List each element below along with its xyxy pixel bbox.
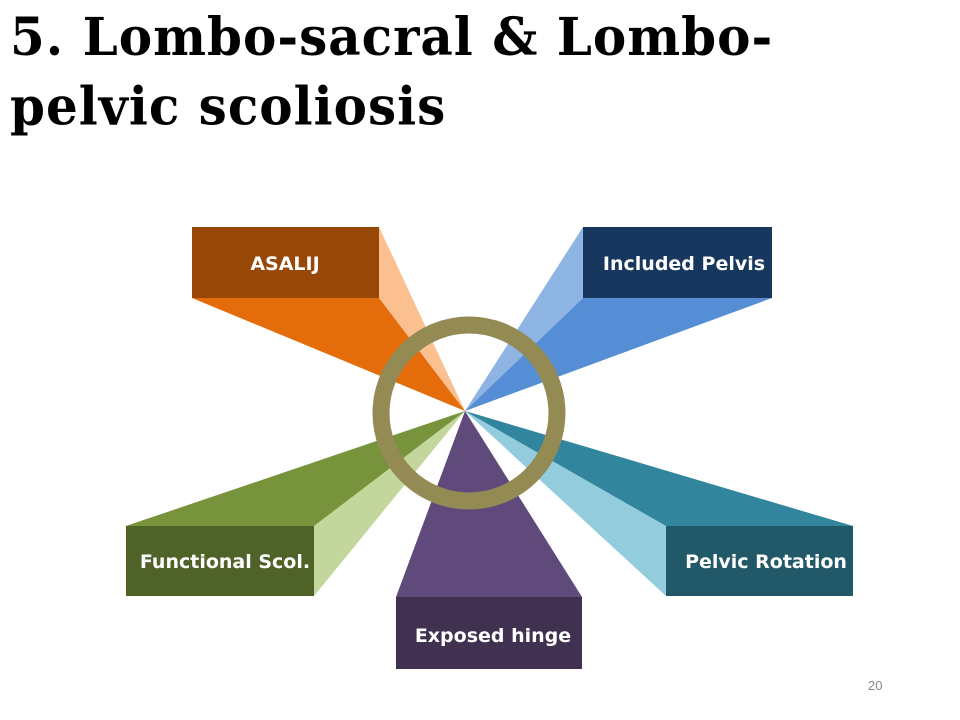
- hub-ring: [372, 316, 566, 510]
- label-included-pelvis: Included Pelvis: [603, 253, 765, 275]
- box-pelvic-rotation[interactable]: [666, 526, 853, 596]
- box-exposed-hinge[interactable]: [396, 597, 582, 669]
- slide-title: 5. Lombo-sacral & Lombo-pelvic scoliosis: [10, 5, 774, 138]
- branch-pelvic-rotation: Pelvic Rotation: [465, 411, 853, 596]
- ray-asalij-side: [379, 227, 465, 411]
- label-pelvic-rotation: Pelvic Rotation: [685, 551, 847, 573]
- label-exposed-hinge: Exposed hinge: [415, 625, 571, 647]
- label-asalij: ASALIJ: [250, 253, 319, 275]
- ray-included-pelvis: [465, 298, 772, 411]
- box-included-pelvis[interactable]: [583, 227, 772, 298]
- box-functional-scol[interactable]: [126, 526, 314, 596]
- branch-asalij: ASALIJ: [192, 227, 465, 411]
- label-functional-scol: Functional Scol.: [140, 551, 310, 573]
- branch-included-pelvis: Included Pelvis: [465, 227, 772, 411]
- ray-included-pelvis-side: [465, 227, 583, 411]
- ray-asalij: [192, 298, 465, 411]
- ray-pelvic-rotation: [465, 411, 853, 526]
- page-number: 20: [868, 678, 883, 693]
- ray-pelvic-rotation-side: [465, 411, 666, 596]
- ray-functional-scol-side: [314, 411, 465, 596]
- box-asalij[interactable]: [192, 227, 379, 298]
